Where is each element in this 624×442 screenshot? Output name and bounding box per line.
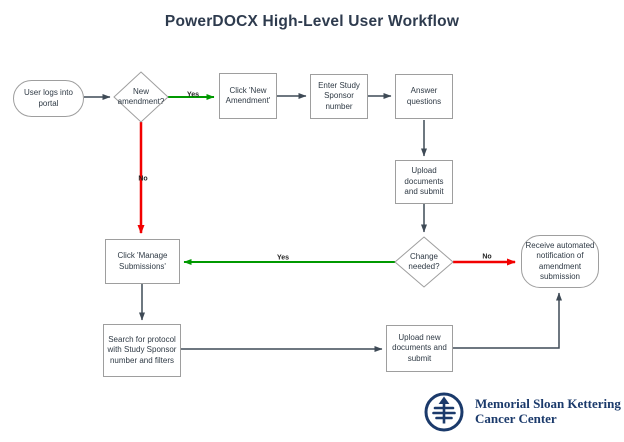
green-connectors — [168, 94, 395, 265]
msk-logo-line2: Cancer Center — [475, 410, 557, 426]
node-change-needed-decision: Change needed? — [408, 252, 440, 271]
edge-label-new-amendment-yes: Yes — [186, 91, 200, 99]
node-click-manage-submissions: Click 'Manage Submissions' — [105, 239, 180, 284]
decision-shapes — [113, 71, 454, 288]
msk-tree-icon — [424, 392, 464, 431]
node-answer-questions: Answer questions — [395, 74, 453, 119]
msk-logo-line1: Memorial Sloan Kettering — [475, 395, 621, 411]
edge-label-new-amendment-no: No — [138, 175, 148, 183]
red-connectors — [137, 122, 516, 266]
msk-logo-text: Memorial Sloan Kettering Cancer Center — [475, 395, 621, 426]
edge-label-change-needed-no: No — [482, 253, 492, 261]
node-search-for-protocol: Search for protocol with Study Sponsor n… — [103, 324, 181, 377]
dark-connectors — [84, 93, 562, 352]
node-click-new-amendment: Click 'New Amendment' — [219, 73, 277, 119]
msk-logo: Memorial Sloan Kettering Cancer Center — [417, 383, 624, 440]
node-enter-study-sponsor-number: Enter Study Sponsor number — [310, 74, 368, 119]
node-upload-documents-submit: Upload documents and submit — [395, 160, 453, 204]
node-new-amendment-decision: New amendment? — [117, 87, 165, 106]
diamond-new-amendment — [113, 71, 169, 123]
diamond-change-needed — [394, 236, 454, 288]
diagram-title: PowerDOCX High-Level User Workflow — [164, 13, 460, 30]
edge-uploadnew-to-receive — [453, 292, 562, 349]
node-upload-new-documents-submit: Upload new documents and submit — [386, 325, 453, 372]
node-receive-notification: Receive automated notification of amendm… — [521, 235, 599, 288]
edge-label-change-needed-yes: Yes — [276, 254, 290, 262]
node-user-logs-into-portal: User logs into portal — [13, 80, 84, 117]
